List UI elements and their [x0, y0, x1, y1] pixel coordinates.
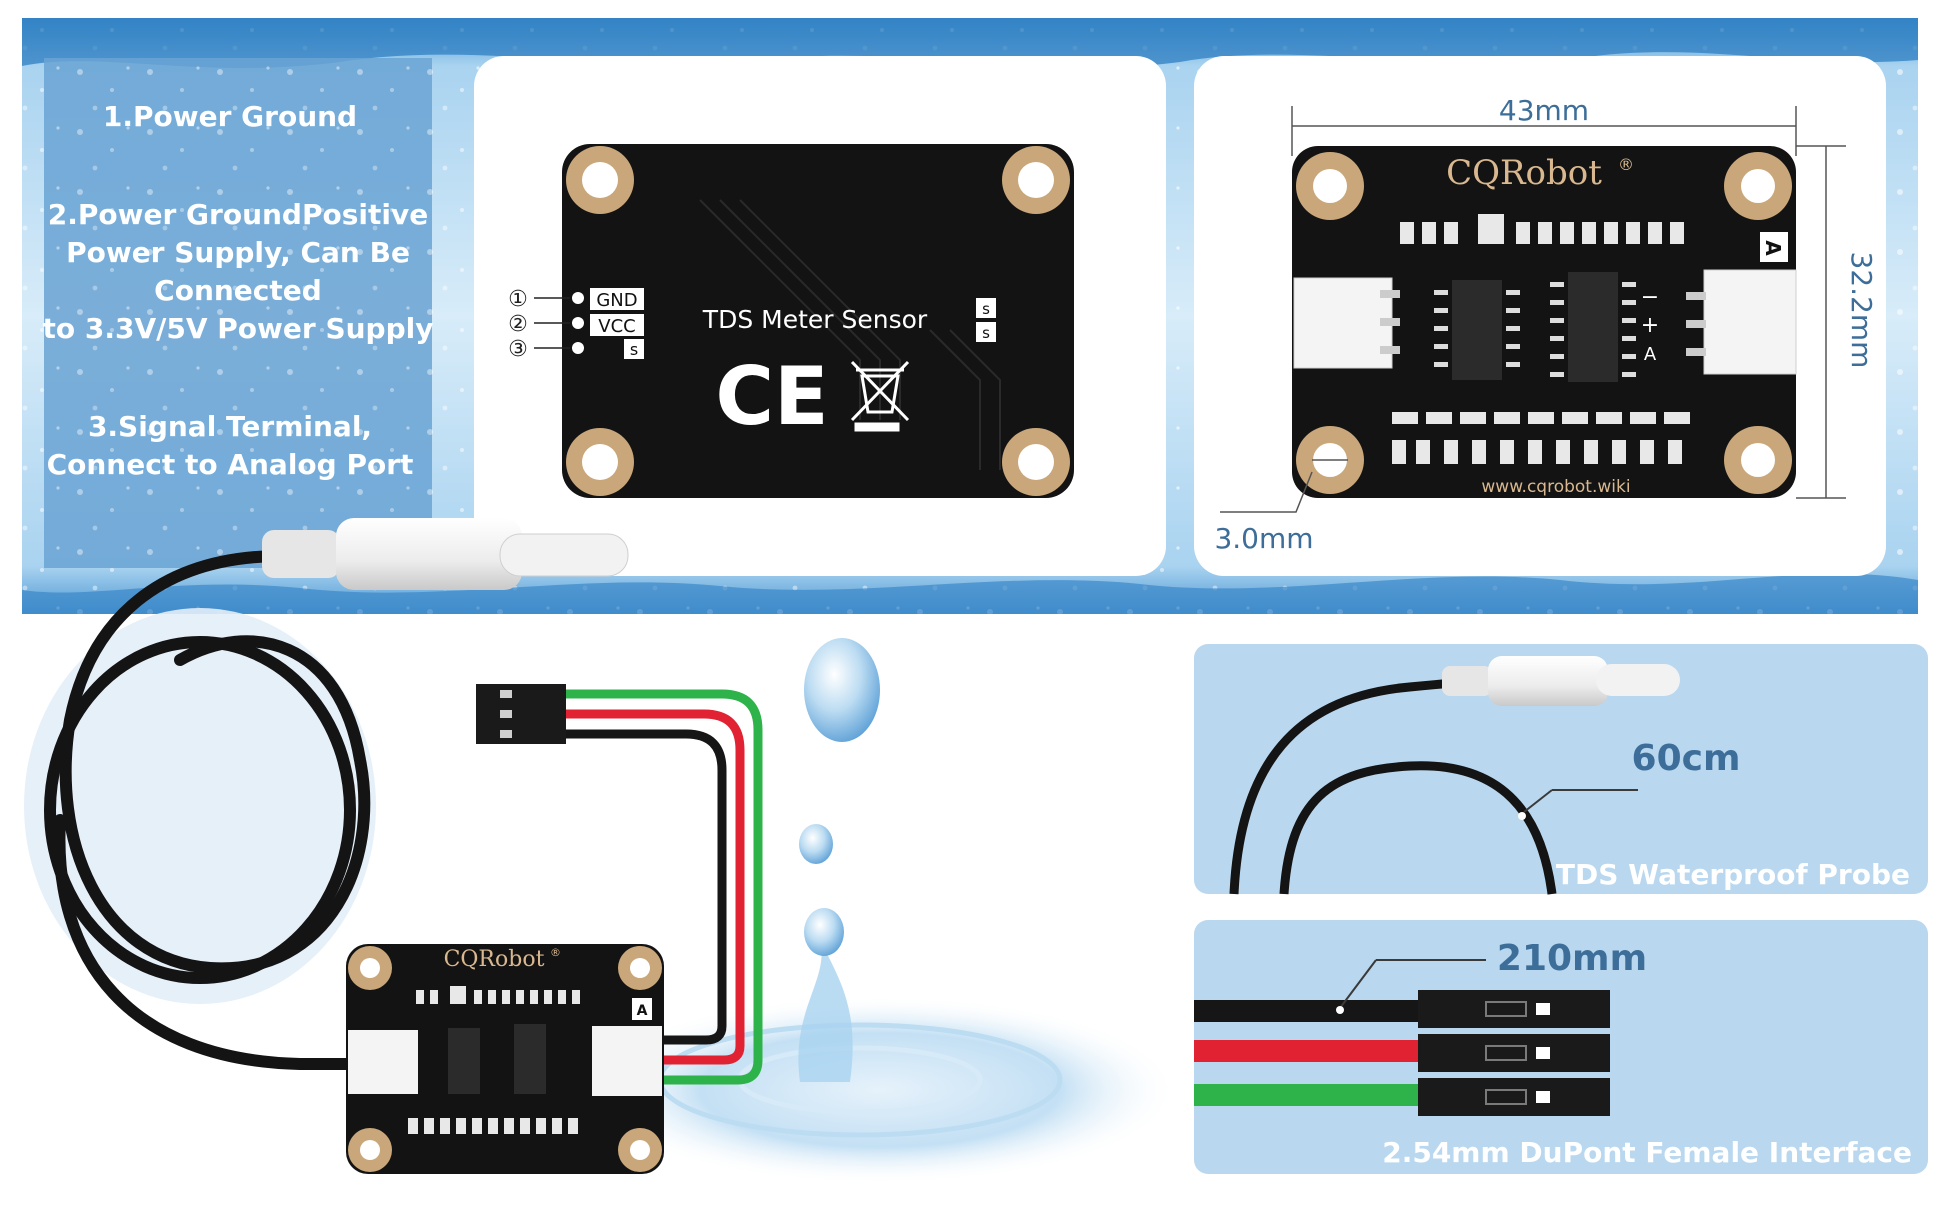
weee-bin-icon — [850, 360, 910, 432]
small-board-a-label: A — [637, 1003, 648, 1019]
board-back-pcb — [562, 144, 1074, 498]
front-signal-a: A — [1644, 344, 1657, 365]
front-left-connector — [1293, 277, 1400, 369]
dupont-connectors-top — [476, 684, 566, 744]
small-board-brand: CQRobot — [444, 947, 545, 972]
water-splash — [580, 638, 1180, 1185]
probe-cable-coil — [24, 518, 629, 1070]
water-drop-small — [799, 824, 833, 864]
water-drop-large — [804, 638, 880, 742]
front-right-connector — [1686, 269, 1797, 375]
board-back-title: TDS Meter Sensor — [702, 305, 928, 334]
mounting-hole-pads — [566, 146, 1070, 496]
front-plus-sign: + — [1641, 313, 1659, 338]
front-minus-sign: − — [1641, 285, 1659, 310]
pin3-description-line2: Connect to Analog Port — [47, 448, 414, 481]
small-board: CQRobot ® A — [346, 944, 664, 1174]
pin3-label: s — [630, 340, 638, 359]
jumper-wires — [562, 689, 763, 1085]
pin2-label: VCC — [598, 316, 635, 337]
probe-caption: TDS Waterproof Probe — [1556, 858, 1910, 891]
cable-length: 210mm — [1497, 938, 1647, 979]
front-ic-chips — [1434, 272, 1636, 382]
dupont-female-connectors — [1418, 990, 1610, 1116]
pin3-number: ③ — [508, 337, 528, 362]
pin1-label: GND — [596, 290, 637, 311]
cable-caption: 2.54mm DuPont Female Interface — [1382, 1136, 1912, 1169]
ce-mark: CE — [715, 350, 828, 443]
probe-length: 60cm — [1632, 738, 1741, 779]
pin2-description-line1: 2.Power GroundPositive — [48, 198, 428, 231]
front-brand: CQRobot — [1446, 153, 1602, 193]
pin3-description-line1: 3.Signal Terminal, — [88, 410, 372, 443]
board-back-panel: ① ② ③ GND VCC s TDS Meter Sensor s s CE — [474, 56, 1166, 576]
side-pin-s2: s — [982, 324, 990, 342]
width-dimension: 43mm — [1499, 94, 1589, 127]
pin1-description: 1.Power Ground — [103, 100, 357, 133]
front-url: www.cqrobot.wiki — [1481, 477, 1630, 497]
side-pin-s1: s — [982, 300, 990, 318]
board-front-dimension-panel: 43mm 32.2mm CQRobot ® — [1194, 56, 1886, 576]
pin2-description-line4: to 3.3V/5V Power Supply — [43, 312, 434, 345]
probe-length-panel: 60cm TDS Waterproof Probe — [1194, 644, 1928, 895]
front-a-label: A — [1761, 240, 1785, 256]
pin2-description-line2: Power Supply, Can Be — [66, 236, 410, 269]
small-board-reg: ® — [550, 946, 561, 959]
pin1-number: ① — [508, 287, 528, 312]
height-dimension: 32.2mm — [1845, 252, 1878, 369]
cable-length-panel: 210mm 2.54mm DuPont Female Interface — [1194, 920, 1928, 1174]
pinout-description-box: 1.Power Ground 2.Power GroundPositive Po… — [43, 58, 434, 568]
front-brand-reg: ® — [1618, 155, 1634, 174]
probe-sensor-top — [262, 518, 629, 590]
pin2-description-line3: Connected — [154, 274, 322, 307]
hole-dimension: 3.0mm — [1214, 522, 1313, 555]
pin2-number: ② — [508, 312, 528, 337]
